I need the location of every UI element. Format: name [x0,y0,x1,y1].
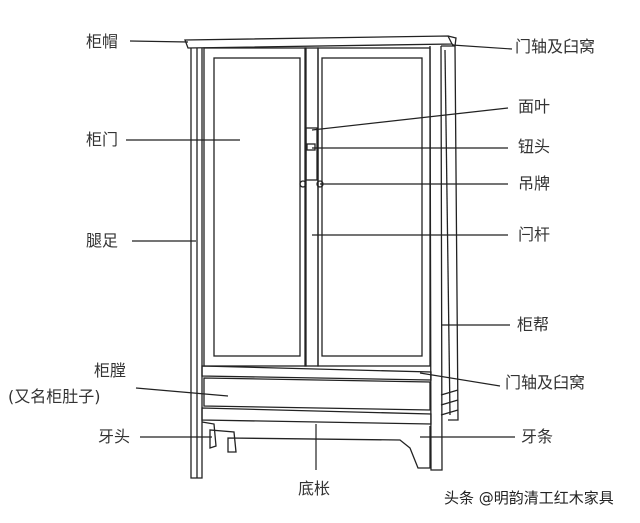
label-pivot-bottom: 门轴及臼窝 [505,373,586,392]
label-side-panel: 柜帮 [517,315,550,334]
leader-pivot-top [451,44,513,50]
label-spandrel: 牙头 [98,427,131,446]
door-stile [304,47,319,367]
apron [201,421,431,469]
leader-belly [135,387,229,397]
knob [306,143,316,151]
left-door [203,47,307,367]
label-door: 柜门 [86,130,119,149]
label-face-plate: 面叶 [518,97,551,116]
label-apron: 牙条 [521,427,554,446]
lower-rail [201,407,432,425]
leader-pivot-bottom [419,372,501,387]
leader-face-plate [311,107,509,131]
pull-left [299,180,307,188]
label-belly-alias: (又名柜肚子) [8,387,101,406]
side-panel [441,45,459,421]
label-knob: 钮头 [518,137,551,156]
label-pivot-top: 门轴及臼窝 [515,37,596,56]
label-pull: 吊牌 [518,174,551,193]
label-door-stile: 闩杆 [518,225,551,244]
label-cap: 柜帽 [86,32,119,51]
face-plate [305,127,318,181]
cabinet-belly [203,377,431,411]
watermark: 头条 @明韵清工红木家具 [444,489,614,507]
label-leg: 腿足 [86,231,119,250]
label-belly: 柜膛 [94,361,127,380]
upper-rail [201,365,432,381]
label-bottom-stretcher: 底枨 [298,479,331,498]
leader-cap [129,40,189,43]
